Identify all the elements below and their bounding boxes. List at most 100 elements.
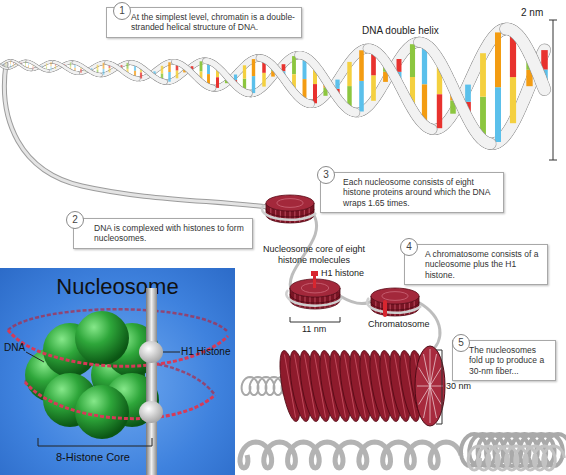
base-pair	[437, 94, 442, 128]
dna-backbone	[489, 138, 491, 149]
inset-label: H1 Histone	[181, 346, 230, 357]
base-pair	[13, 64, 14, 67]
fiber-face-spoke	[417, 386, 430, 387]
inset-title: Nucleosome	[0, 268, 235, 300]
dna-backbone	[212, 85, 214, 91]
base-pair	[80, 69, 82, 73]
callout-number: 3	[317, 166, 335, 184]
h1-histone-pin	[311, 271, 318, 276]
dna-backbone	[137, 76, 139, 81]
base-pair	[28, 61, 29, 65]
base-pair	[480, 97, 486, 140]
base-pair	[422, 84, 427, 125]
base-pair	[252, 59, 255, 76]
base-pair	[161, 66, 163, 74]
dna-backbone	[248, 90, 250, 96]
chromatin-coil	[468, 446, 564, 470]
part-label: 30 nm	[446, 381, 471, 391]
base-pair	[335, 80, 339, 89]
callout-text: DNA is complexed with histones to form n…	[94, 223, 246, 244]
callout-number: 1	[113, 2, 131, 20]
fiber-face-spoke	[430, 349, 431, 386]
base-pair	[397, 59, 402, 72]
callout-number: 5	[452, 334, 470, 352]
h1-histone-pin	[313, 274, 316, 288]
fiber-face	[415, 346, 445, 426]
base-pair	[126, 63, 128, 69]
histone-core-top	[371, 288, 419, 304]
dna-backbone	[77, 71, 79, 75]
histone-core-top	[266, 195, 314, 211]
wrapped-dna	[286, 290, 342, 306]
callout-number: 2	[66, 211, 84, 229]
base-pair	[252, 76, 255, 93]
callout-number-text: 2	[67, 212, 83, 228]
base-pair	[359, 81, 364, 112]
base-pair	[70, 67, 71, 71]
wrapped-dna	[367, 298, 421, 313]
dna-backbone	[6, 68, 8, 70]
base-pair	[313, 84, 317, 103]
callout-box: A chromatosome consists of a nucleosome …	[404, 244, 548, 285]
callout-number-text: 4	[401, 239, 417, 255]
part-label: 11 nm	[302, 324, 326, 334]
base-pair	[234, 75, 237, 81]
dna-backbone	[354, 108, 356, 116]
inset-label: 8-Histone Core	[56, 451, 130, 463]
dna-backbone	[137, 77, 139, 81]
dna-backbone	[309, 99, 311, 108]
fiber-face-spoke	[430, 386, 443, 387]
part-label: H1 histone	[321, 268, 364, 278]
base-pair	[176, 70, 179, 78]
dna-backbone	[543, 86, 545, 90]
dna-backbone	[543, 86, 545, 90]
callout-text: Each nucleosome consists of eight histon…	[343, 177, 497, 208]
dna-backbone	[77, 72, 79, 75]
thirty-nm-fiber	[242, 346, 445, 426]
base-pair	[480, 53, 486, 96]
dna-strand	[4, 64, 268, 207]
base-pair	[292, 56, 296, 74]
base-pair	[25, 65, 26, 69]
fiber-face-spoke	[430, 386, 431, 423]
base-pair	[103, 69, 105, 75]
base-pair	[6, 65, 7, 68]
dna-backbone	[354, 107, 356, 117]
base-pair	[103, 63, 105, 69]
histone-core-ring	[277, 199, 303, 208]
dna-backbone	[30, 68, 32, 71]
dna-backbone	[431, 123, 433, 134]
base-pair	[510, 77, 516, 123]
base-pair	[410, 77, 415, 110]
dna-backbone	[2, 63, 4, 64]
callout-number-text: 3	[318, 167, 334, 183]
part-label: DNA double helix	[362, 25, 439, 36]
base-pair	[50, 66, 51, 70]
dna-backbone	[489, 137, 491, 149]
base-pair	[16, 62, 17, 63]
inset-label: DNA	[4, 342, 25, 353]
base-pair	[46, 67, 47, 71]
callout-text: The nucleosomes fold up to produce a 30-…	[469, 345, 551, 376]
base-pair	[97, 65, 99, 70]
fiber-face-spoke	[430, 386, 437, 418]
dna-double-helix	[0, 29, 545, 144]
wrapped-dna	[262, 205, 316, 220]
dna-backbone	[99, 73, 101, 76]
chromatin-coil	[240, 442, 461, 468]
dna-backbone	[164, 79, 166, 84]
base-pair	[28, 65, 29, 69]
base-pair	[21, 64, 22, 66]
h1-histone-pin	[383, 300, 387, 317]
base-pair	[13, 61, 14, 64]
callout-number-text: 1	[114, 3, 130, 19]
dna-backbone	[47, 70, 49, 72]
fiber-face-spoke	[424, 354, 431, 386]
base-pair	[347, 62, 351, 86]
dna-backbone	[248, 90, 250, 98]
higher-order-chromatin	[240, 434, 566, 470]
base-pair	[64, 66, 65, 68]
base-pair	[216, 77, 219, 88]
dimension-bracket	[549, 20, 557, 160]
